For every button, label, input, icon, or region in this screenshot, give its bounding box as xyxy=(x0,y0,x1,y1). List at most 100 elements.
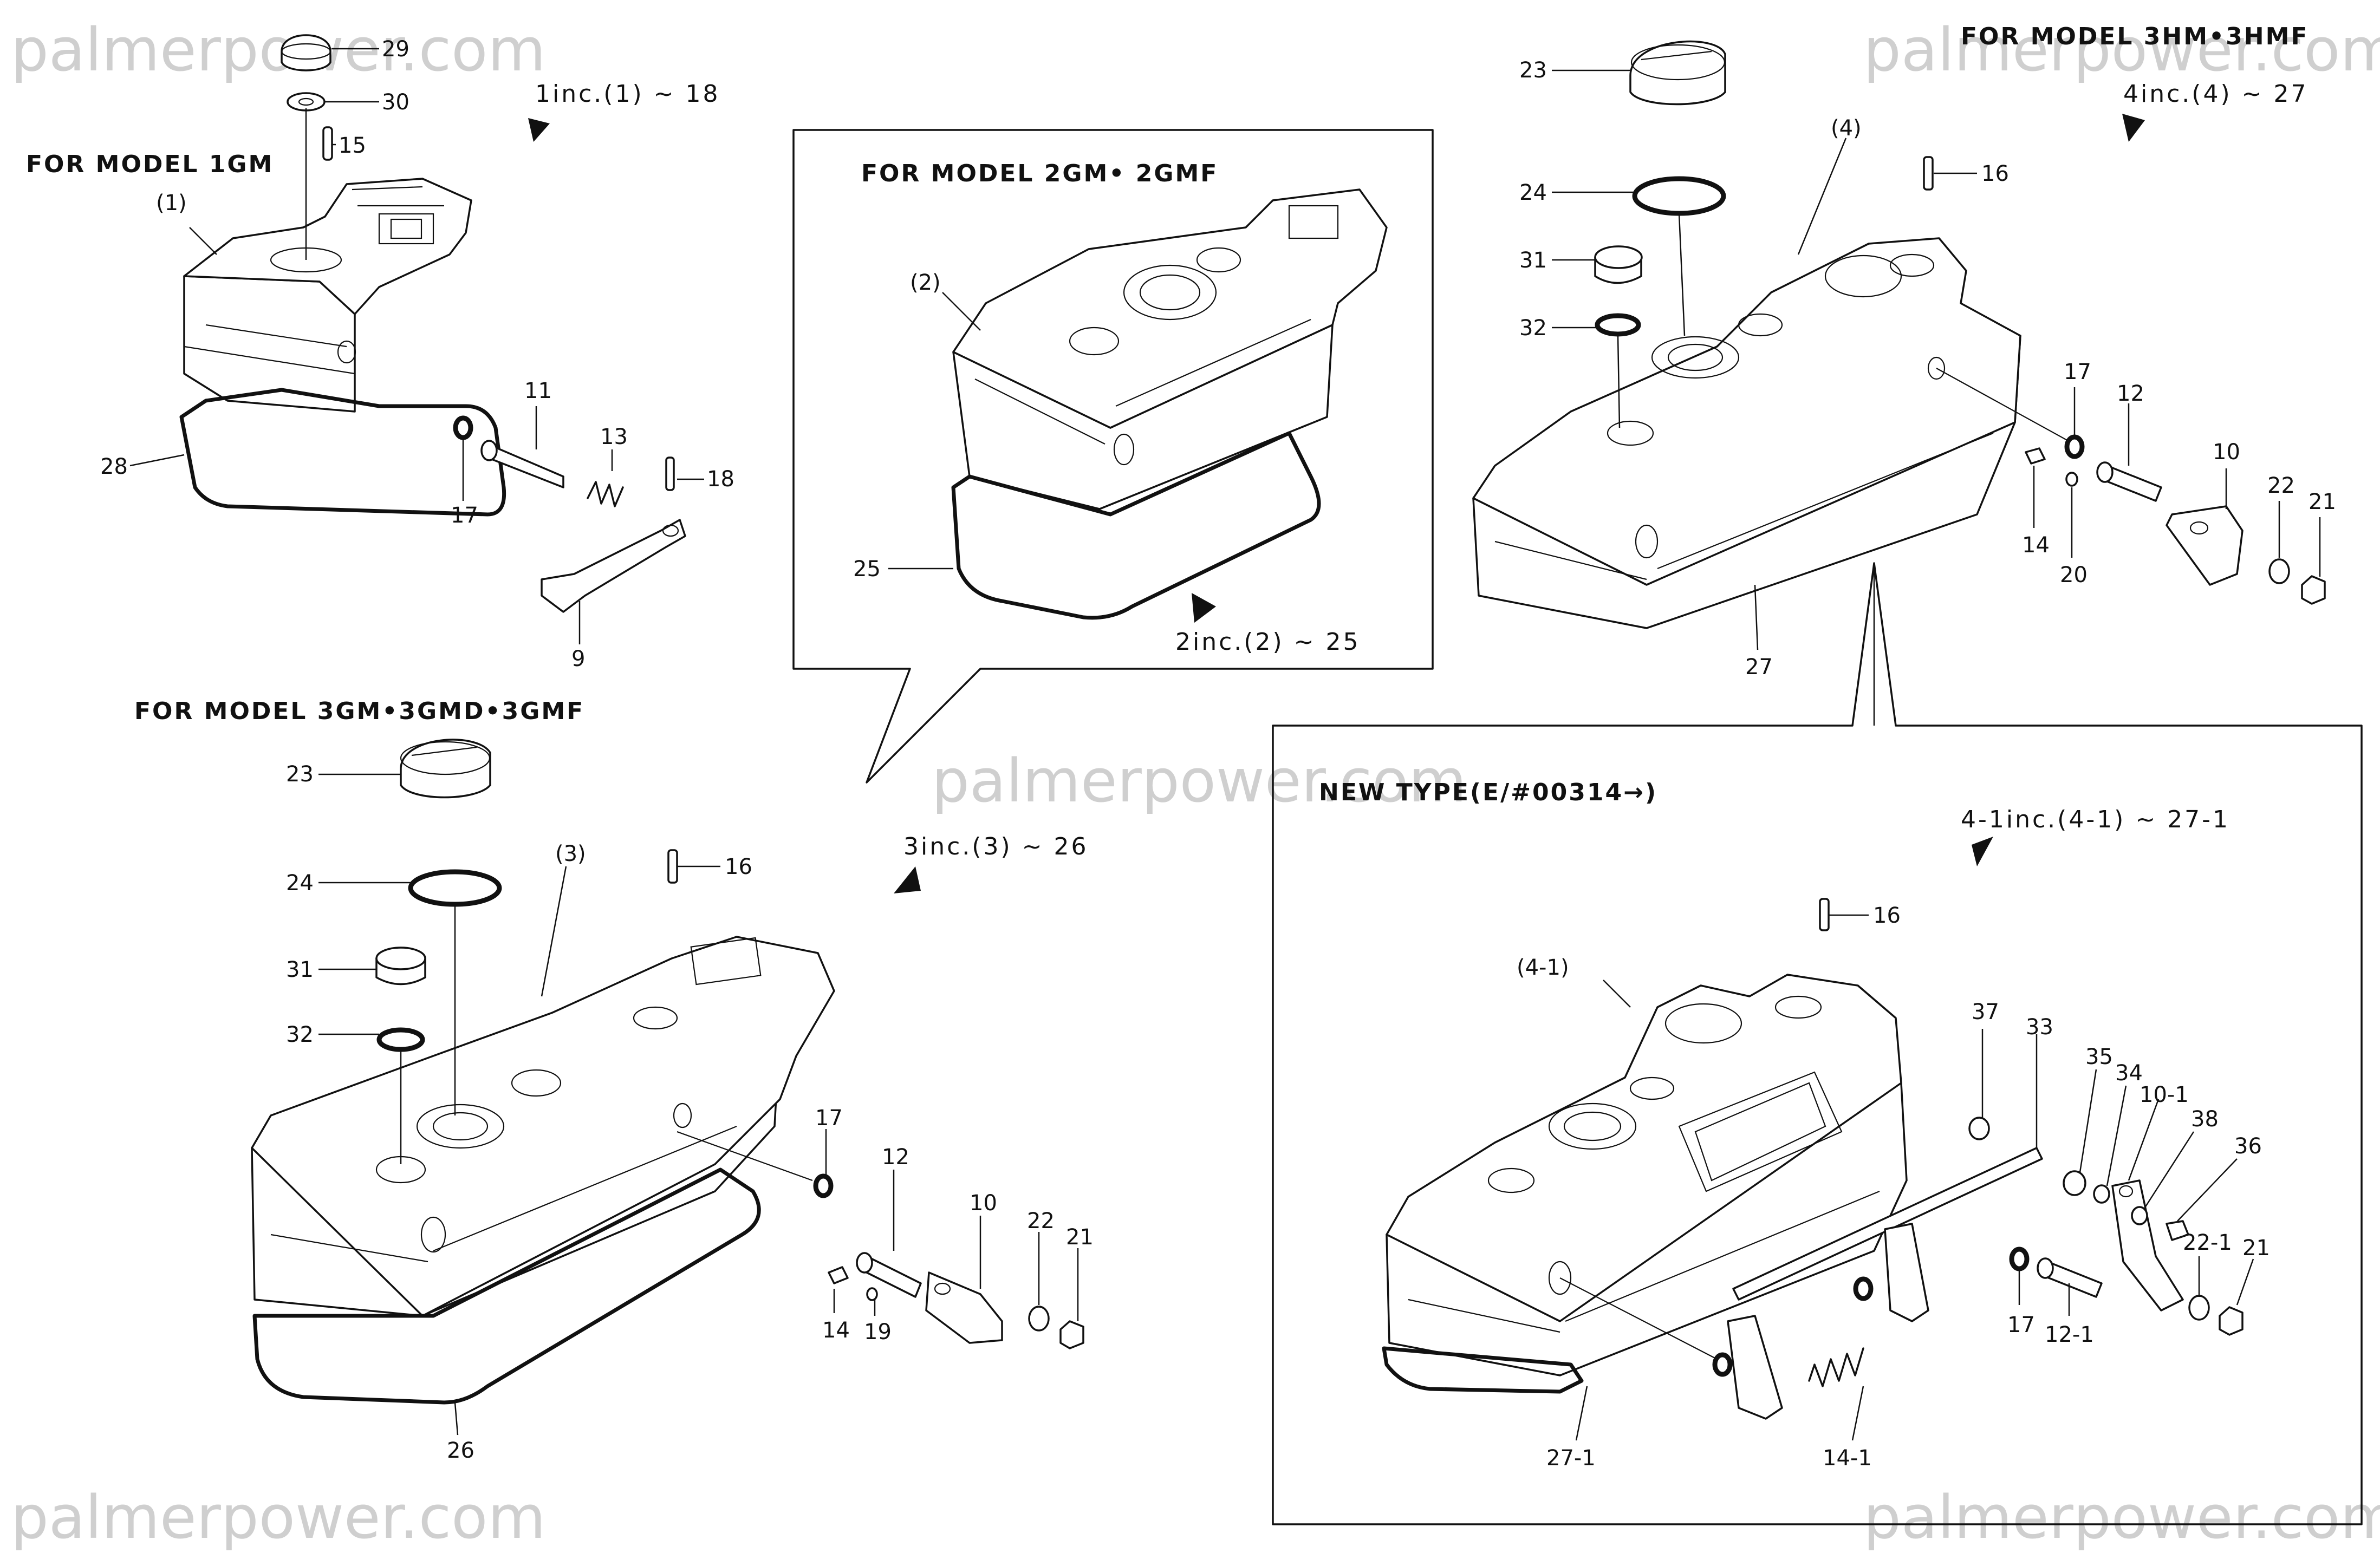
valve-cover-1-drawing xyxy=(183,178,472,413)
washer-30-drawing xyxy=(287,92,326,112)
part-number: 28 xyxy=(100,454,128,479)
ball-19-drawing xyxy=(866,1287,878,1301)
part-number: 38 xyxy=(2191,1107,2219,1132)
leaders-new-type xyxy=(1575,914,2254,1441)
oil-cap-23-drawing xyxy=(1629,40,1726,106)
oring-17-drawing xyxy=(2064,434,2085,459)
leaders-2gm xyxy=(888,292,981,570)
valve-cover-4-1-drawing xyxy=(1386,974,1908,1376)
arrow-marker-icon xyxy=(894,866,921,893)
part-number: 10-1 xyxy=(2140,1082,2189,1107)
lever-shaft-12-1-drawing xyxy=(2037,1257,2103,1298)
range-note-3gm: 3inc.(3) ~ 26 xyxy=(903,833,1088,860)
watermark-top-right: palmerpower.com xyxy=(1863,15,2380,84)
washer-22-drawing xyxy=(2268,558,2290,584)
section-model-3hm: FOR MODEL 3HM•3HMF 4inc.(4) ~ 27 xyxy=(1472,23,2336,726)
part-number: 11 xyxy=(524,379,552,403)
oil-cap-23-drawing xyxy=(400,739,491,799)
nut-21-drawing xyxy=(2301,575,2326,605)
part-number: 31 xyxy=(286,957,314,982)
lever-plate-10-drawing xyxy=(2166,505,2244,586)
washer-34-drawing xyxy=(2093,1184,2110,1204)
part-number: 9 xyxy=(571,647,585,671)
part-number: 35 xyxy=(2085,1045,2113,1069)
bolt-36-drawing xyxy=(2166,1220,2189,1241)
stud-15-drawing xyxy=(322,126,333,161)
callout-box-2gm xyxy=(792,129,1434,784)
bracket-assembly-14-1-drawing xyxy=(1712,1223,1929,1420)
washer-35-drawing xyxy=(2063,1170,2086,1196)
assembly-line xyxy=(677,1131,813,1182)
leaders-1gm xyxy=(129,48,704,644)
part-number: 26 xyxy=(447,1438,474,1463)
part-number: 20 xyxy=(2060,563,2088,588)
spring-14-drawing xyxy=(2025,447,2046,465)
washer-38-drawing xyxy=(2131,1206,2148,1225)
part-number: 18 xyxy=(707,467,734,492)
section-model-2gm: FOR MODEL 2GM• 2GMF 2inc.(2) ~ 25 (2) 25 xyxy=(792,129,1434,784)
part-number: 32 xyxy=(1519,316,1547,341)
part-number: 23 xyxy=(286,762,314,787)
title-model-3gm: FOR MODEL 3GM•3GMD•3GMF xyxy=(134,697,584,725)
part-number: (2) xyxy=(910,270,941,295)
oring-17-drawing xyxy=(2009,1247,2030,1271)
part-number: 25 xyxy=(853,557,881,582)
range-note-3hm: 4inc.(4) ~ 27 xyxy=(2123,80,2308,108)
range-note-new-type: 4-1inc.(4-1) ~ 27-1 xyxy=(1961,806,2230,833)
valve-cover-2-drawing xyxy=(952,188,1388,510)
leaders-3gm xyxy=(318,773,1079,1435)
watermark-top-left: palmerpower.com xyxy=(11,15,546,84)
spring-13-drawing xyxy=(587,481,624,507)
lever-9-drawing xyxy=(541,519,686,613)
assembly-line xyxy=(1559,1277,1718,1360)
part-number: 15 xyxy=(339,133,366,158)
title-new-type: NEW TYPE(E/#00314→) xyxy=(1319,779,1657,806)
washer-22-drawing xyxy=(1028,1306,1050,1332)
part-number: (4-1) xyxy=(1517,955,1569,980)
oring-24-drawing xyxy=(408,869,502,907)
part-number: 24 xyxy=(286,871,314,896)
part-number: (4) xyxy=(1831,116,1862,141)
part-number: 16 xyxy=(725,854,752,879)
nut-21-drawing xyxy=(2219,1306,2244,1336)
part-number: 14 xyxy=(2022,533,2050,558)
part-number: 17 xyxy=(2007,1313,2035,1337)
part-number: 14-1 xyxy=(1823,1446,1872,1471)
part-number: 14 xyxy=(822,1318,850,1343)
link-rod-33-drawing xyxy=(1732,1147,2043,1301)
stud-16-drawing xyxy=(1819,898,1830,931)
part-number: 16 xyxy=(1873,903,1901,928)
part-number: (3) xyxy=(555,841,586,866)
valve-cover-4-drawing xyxy=(1472,237,2021,629)
oring-17-drawing xyxy=(453,415,473,440)
plug-31-drawing xyxy=(375,947,426,986)
part-number: 27-1 xyxy=(1546,1446,1596,1471)
part-number: 23 xyxy=(1519,58,1547,83)
part-number: 32 xyxy=(286,1022,314,1047)
arrow-marker-icon xyxy=(528,118,550,142)
part-number: 27 xyxy=(1745,655,1773,680)
part-number: 21 xyxy=(2242,1236,2270,1261)
lever-shaft-12-drawing xyxy=(2096,461,2162,502)
part-number: 36 xyxy=(2234,1134,2262,1159)
lever-shaft-12-drawing xyxy=(856,1252,922,1298)
valve-cover-3-drawing xyxy=(251,936,835,1317)
part-number: 22-1 xyxy=(2183,1230,2232,1255)
part-number: 22 xyxy=(1027,1209,1055,1234)
part-number: 12 xyxy=(2117,381,2144,406)
gasket-26-drawing xyxy=(252,1167,761,1405)
lever-plate-10-1-drawing xyxy=(2111,1179,2184,1311)
oring-17-drawing xyxy=(813,1173,834,1198)
gasket-27-1-drawing xyxy=(1382,1346,1584,1394)
part-number: 12-1 xyxy=(2045,1322,2094,1347)
assembly-line xyxy=(1936,368,2070,442)
plug-31-drawing xyxy=(1594,245,1643,284)
part-number: 12 xyxy=(882,1145,909,1170)
pin-18-drawing xyxy=(665,456,675,491)
washer-22-1-drawing xyxy=(2188,1295,2210,1321)
oring-24-drawing xyxy=(1632,176,1726,216)
part-number: 17 xyxy=(451,503,478,528)
stud-16-drawing xyxy=(1923,156,1934,191)
ball-20-drawing xyxy=(2065,472,2078,487)
